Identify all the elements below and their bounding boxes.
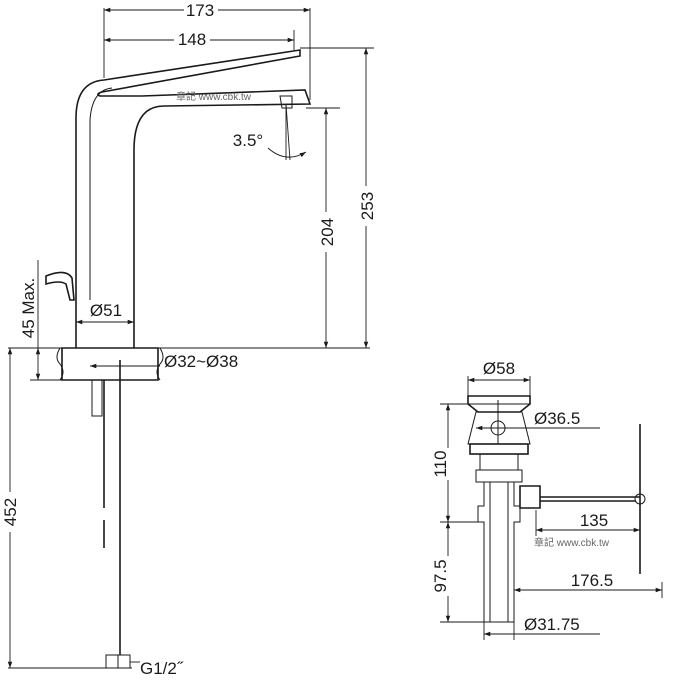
deck-break-left: [56, 347, 64, 381]
dim-width-spout: 148: [178, 30, 206, 49]
dim-hose-length: 452: [1, 498, 20, 526]
angle-line-2: [285, 103, 291, 161]
drain-lower-nut: [475, 469, 523, 483]
dim-hole-dia: Ø32~Ø38: [164, 352, 238, 371]
dim-rod-len-2: 176.5: [571, 571, 614, 590]
drain-drawing: Ø58 Ø36.5 110 135 97.5 176.5 Ø31.75 章記 w…: [431, 359, 663, 640]
faucet-inner-line: [89, 87, 113, 300]
faucet-base-plate: [61, 347, 159, 381]
watermark-drain: 章記 www.cbk.tw: [534, 536, 610, 549]
drain-tube: [477, 482, 521, 623]
dim-width-total: 173: [186, 1, 214, 20]
faucet-spout-tip: [279, 95, 293, 109]
drain-nut: [469, 443, 529, 455]
drain-pivot-knob: [519, 485, 541, 509]
dim-rod-len-1: 135: [580, 511, 608, 530]
dim-base-dia: Ø51: [90, 301, 122, 320]
lift-rod-clip: [634, 493, 646, 505]
mounting-shank: [91, 379, 103, 417]
faucet-handle: [45, 271, 75, 301]
drain-flange: [467, 411, 531, 445]
drain-body: [479, 453, 519, 471]
angle-arc: [267, 147, 307, 158]
dim-angle: 3.5°: [233, 131, 263, 150]
deck-break-right: [156, 347, 164, 381]
dim-body-dia: Ø36.5: [534, 409, 580, 428]
dim-deck-thickness: 45 Max.: [19, 278, 38, 338]
faucet-drawing: 173 148 3.5° 204 253 Ø51 45 Max. Ø32~Ø38: [0, 0, 377, 678]
dim-pipe-dia: Ø31.75: [524, 615, 580, 634]
dim-height-total: 253: [358, 192, 377, 220]
watermark-faucet: 章記 www.cbk.tw: [176, 90, 252, 103]
dim-height-upper: 110: [431, 450, 450, 477]
dim-cap-dia: Ø58: [483, 359, 515, 378]
dim-height-lower: 97.5: [431, 559, 450, 592]
dim-height-spout: 204: [318, 218, 337, 246]
dim-thread: G1/2˝: [140, 659, 184, 678]
